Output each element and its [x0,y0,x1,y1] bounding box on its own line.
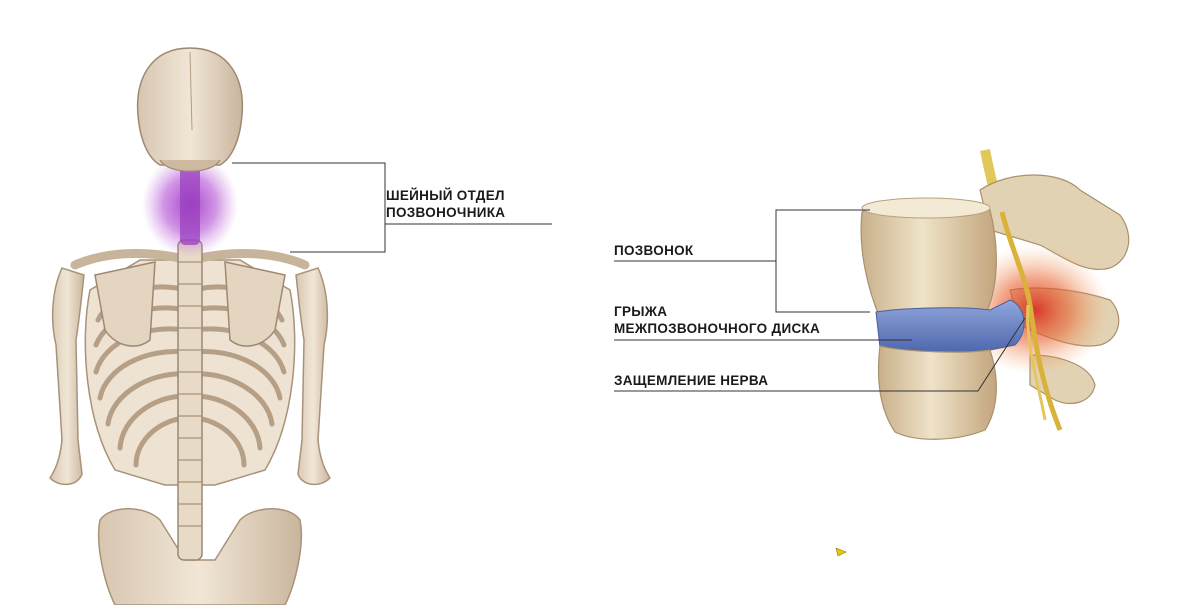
cervical-label-line1: ШЕЙНЫЙ ОТДЕЛ [386,188,505,203]
pinched-nerve [999,211,1063,431]
hernia-label-line1: ГРЫЖА [614,304,668,319]
nerve-label: ЗАЩЕМЛЕНИЕ НЕРВА [614,373,769,388]
hernia-label: ГРЫЖА МЕЖПОЗВОНОЧНОГО ДИСКА [614,303,820,337]
hernia-label-line2: МЕЖПОЗВОНОЧНОГО ДИСКА [614,321,821,336]
leader-lines [232,162,1026,392]
cervical-spine-label: ШЕЙНЫЙ ОТДЕЛ ПОЗВОНОЧНИКА [386,187,505,221]
vertebra-label: ПОЗВОНОК [614,243,694,258]
cervical-label-line2: ПОЗВОНОЧНИКА [386,205,506,220]
vertebra-illustration [860,149,1130,440]
skeleton-illustration [49,47,331,605]
marker-icon [835,547,847,557]
